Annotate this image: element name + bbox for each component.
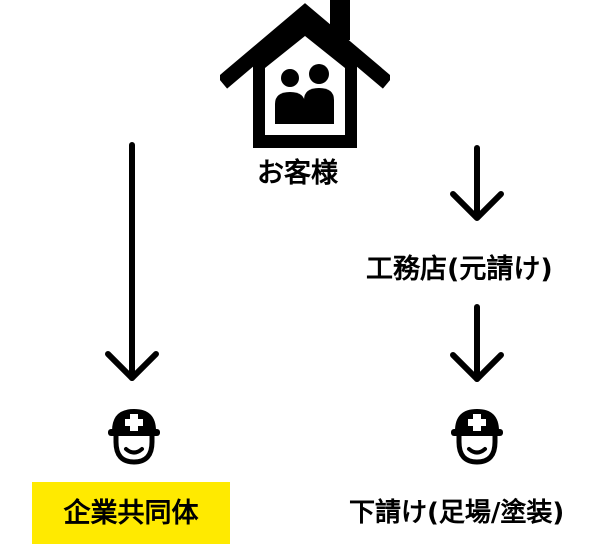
contractor-label: 工務店(元請け) <box>366 254 553 285</box>
house-with-people-icon <box>220 0 390 148</box>
customer-label: お客様 <box>257 158 338 189</box>
joint-venture-highlight-box: 企業共同体 <box>32 482 230 544</box>
subcontractor-label: 下請け(足場/塗装) <box>349 498 565 528</box>
hard-hat-worker-icon <box>451 409 503 465</box>
arrow-customer-to-contractor <box>450 145 504 221</box>
arrow-customer-to-joint-venture <box>105 142 159 381</box>
hard-hat-worker-icon <box>108 409 160 465</box>
arrow-contractor-to-subcontractor <box>450 304 504 382</box>
joint-venture-label: 企業共同体 <box>63 497 199 529</box>
